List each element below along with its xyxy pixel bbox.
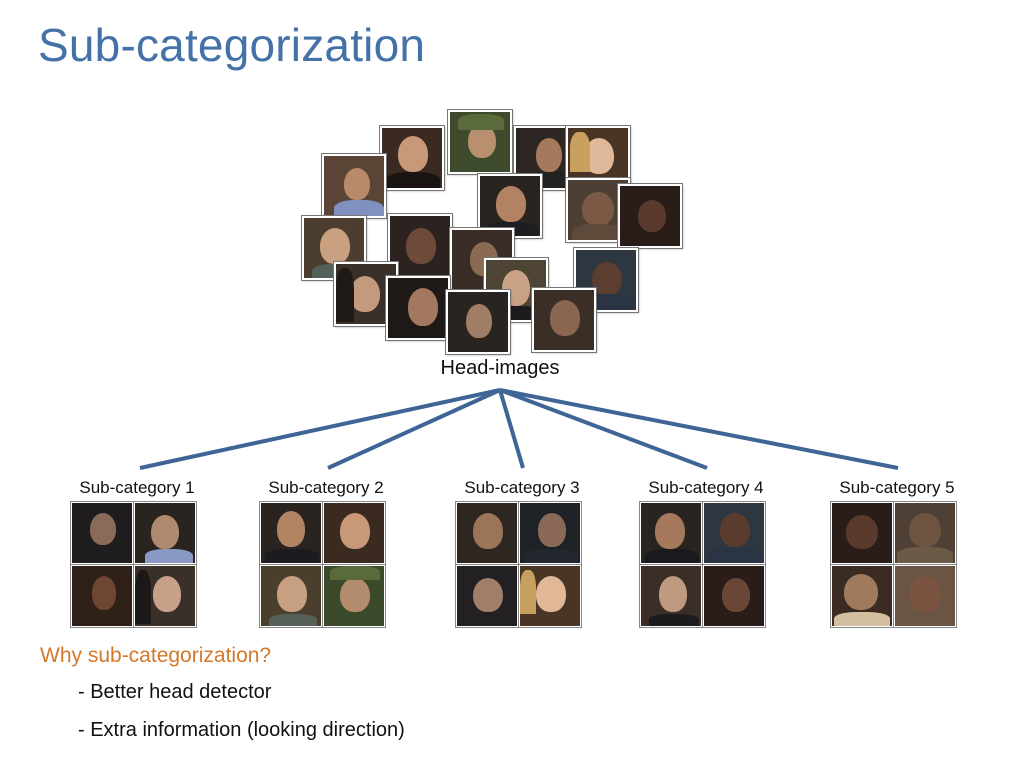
- subcategory-thumbnails-2: [259, 501, 386, 628]
- subcategory-thumbnails-1: [70, 501, 197, 628]
- thumbnail: [518, 501, 582, 565]
- thumbnail: [702, 564, 766, 628]
- thumbnail: [455, 501, 519, 565]
- thumbnail: [830, 564, 894, 628]
- subcategory-thumbnails-5: [830, 501, 957, 628]
- head-photo: [617, 183, 683, 249]
- head-photo: [531, 287, 597, 353]
- head-photo: [321, 153, 387, 219]
- subcategory-label-3: Sub-category 3: [464, 478, 580, 497]
- thumbnail: [893, 501, 957, 565]
- thumbnail: [518, 564, 582, 628]
- subcategory-thumbnails-4: [639, 501, 766, 628]
- thumbnail: [455, 564, 519, 628]
- thumbnail: [639, 564, 703, 628]
- thumbnail: [322, 564, 386, 628]
- thumbnail: [702, 501, 766, 565]
- thumbnail: [70, 501, 134, 565]
- connector-line-4: [499, 388, 708, 470]
- head-photo: [379, 125, 445, 191]
- connector-line-3: [498, 389, 525, 469]
- head-images-label: Head-images: [440, 357, 560, 379]
- subcategory-label-5: Sub-category 5: [839, 478, 955, 497]
- question-heading: Why sub-categorization?: [40, 644, 272, 667]
- thumbnail: [133, 501, 197, 565]
- connector-line-5: [499, 388, 899, 470]
- connector-line-1: [139, 388, 501, 470]
- subcategory-label-4: Sub-category 4: [648, 478, 764, 497]
- head-photo: [387, 213, 453, 279]
- bullet-item-1: - Better head detector: [78, 681, 272, 703]
- head-photo: [447, 109, 513, 175]
- subcategory-label-2: Sub-category 2: [268, 478, 384, 497]
- subcategory-thumbnails-3: [455, 501, 582, 628]
- thumbnail: [893, 564, 957, 628]
- thumbnail: [639, 501, 703, 565]
- thumbnail: [830, 501, 894, 565]
- thumbnail: [322, 501, 386, 565]
- connector-line-2: [327, 388, 501, 470]
- bullet-item-2: - Extra information (looking direction): [78, 719, 405, 741]
- thumbnail: [133, 564, 197, 628]
- thumbnail: [70, 564, 134, 628]
- slide-title: Sub-categorization: [38, 19, 426, 71]
- subcategory-label-1: Sub-category 1: [79, 478, 195, 497]
- thumbnail: [259, 564, 323, 628]
- thumbnail: [259, 501, 323, 565]
- head-photo: [445, 289, 511, 355]
